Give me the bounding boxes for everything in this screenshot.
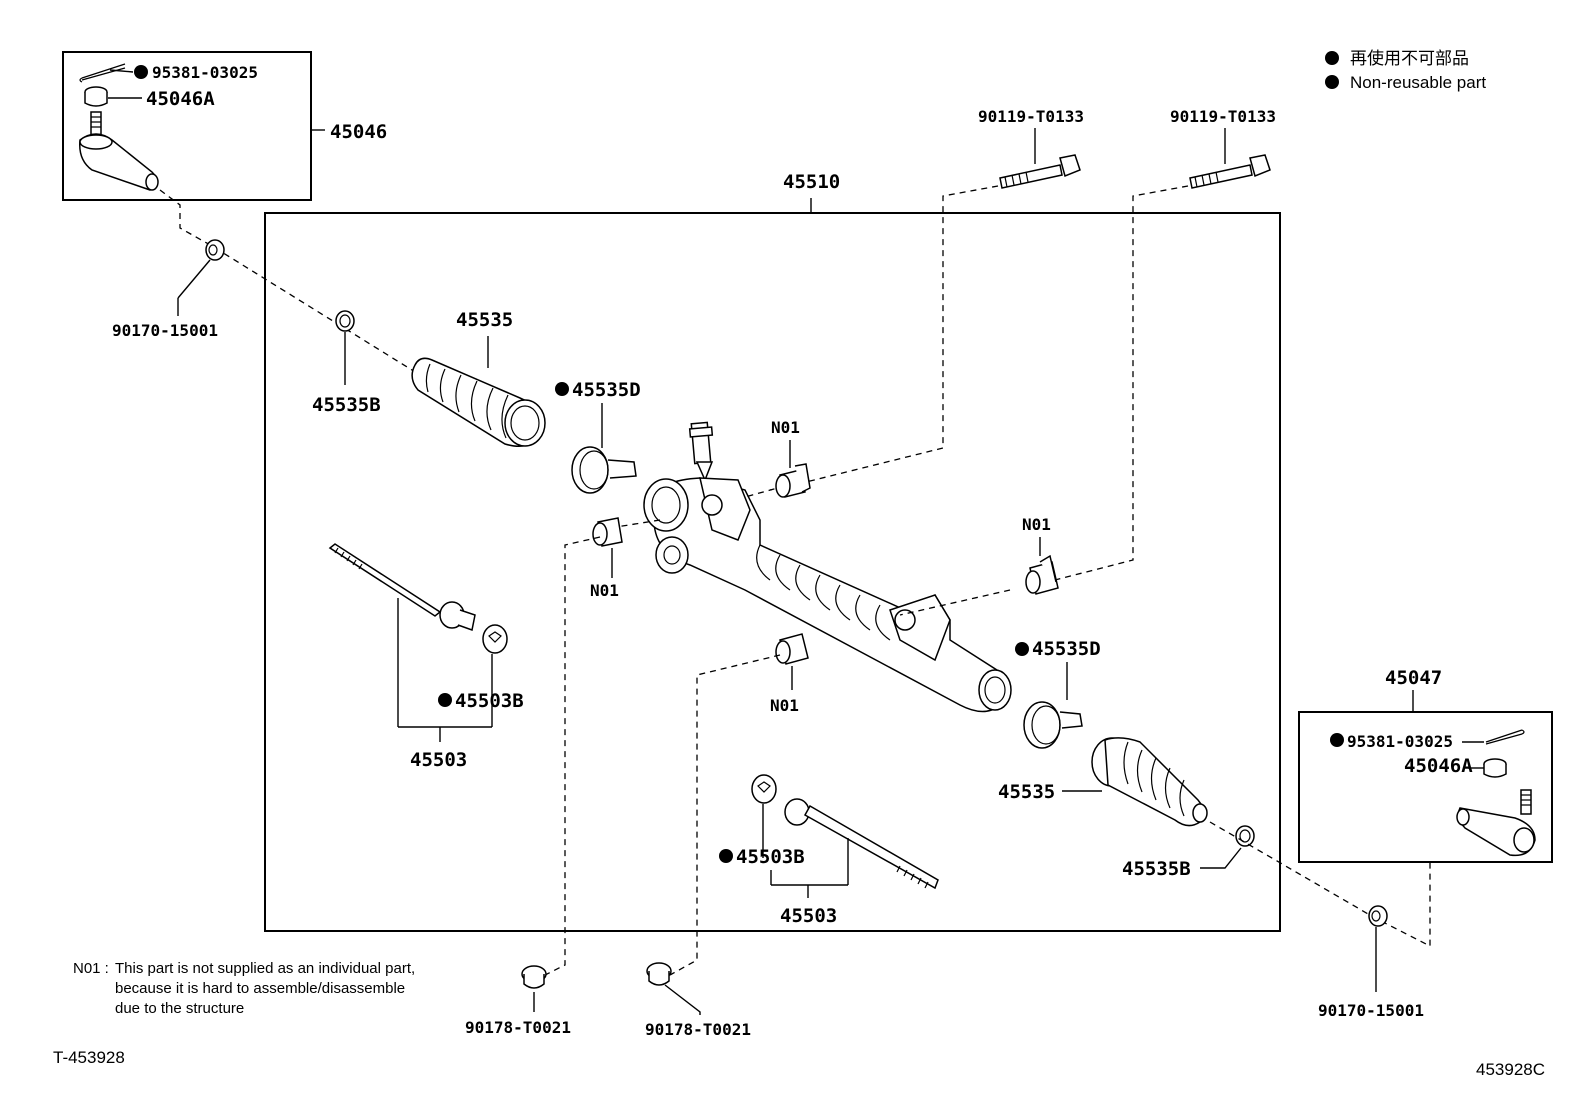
cotter-pin-icon xyxy=(1485,729,1525,745)
label-45535B-left: 45535B xyxy=(312,394,381,416)
tie-rod-end-left-box xyxy=(62,51,312,201)
footnote-line-1: This part is not supplied as an individu… xyxy=(115,960,415,977)
tie-rod-end-icon xyxy=(79,111,159,191)
label-45046: 45046 xyxy=(330,121,387,143)
mounting-bolt-b-icon xyxy=(1189,154,1271,189)
claw-washer-right-icon xyxy=(751,774,777,804)
lock-nut-right-icon xyxy=(1368,905,1388,927)
lock-nut-left-icon xyxy=(205,239,225,261)
non-reusable-dot-icon xyxy=(438,693,452,707)
steering-rack-housing-icon xyxy=(643,421,1012,713)
label-95381-03025-left: 95381-03025 xyxy=(152,63,258,82)
footnote-line-3: due to the structure xyxy=(115,1000,244,1017)
rack-boot-left-icon xyxy=(411,357,546,447)
label-45535B-right: 45535B xyxy=(1122,858,1191,880)
label-N01-d: N01 xyxy=(770,696,799,715)
rack-boot-right-icon xyxy=(1091,737,1208,827)
legend: 再使用不可部品 Non-reusable part xyxy=(1325,48,1486,92)
tie-rod-end-left-group: 95381-03025 45046A 45046 xyxy=(62,51,387,201)
boot-band-right-icon xyxy=(1023,701,1083,749)
label-45046A-right: 45046A xyxy=(1404,755,1473,777)
inner-tie-rod-right-icon xyxy=(784,798,939,890)
label-45535D-right: 45535D xyxy=(1032,638,1101,660)
label-N01-a: N01 xyxy=(771,418,800,437)
label-90170-15001-right: 90170-15001 xyxy=(1318,1001,1424,1020)
label-45046A-left: 45046A xyxy=(146,88,215,110)
bushing-right-icon xyxy=(1025,554,1059,595)
inner-tie-rod-left-icon xyxy=(328,543,476,631)
tie-rod-end-right-box xyxy=(1298,711,1553,863)
boot-clamp-left-icon xyxy=(335,310,355,332)
claw-washer-left-icon xyxy=(482,624,508,654)
label-95381-03025-right: 95381-03025 xyxy=(1347,732,1453,751)
footnote-key: N01 : xyxy=(73,960,109,977)
non-reusable-dot-icon xyxy=(1325,75,1339,89)
label-45535-right: 45535 xyxy=(998,781,1055,803)
n01-footnote: N01 : This part is not supplied as an in… xyxy=(73,960,415,1017)
tie-rod-end-icon xyxy=(1456,789,1536,857)
label-90119-T0133-a: 90119-T0133 xyxy=(978,107,1084,126)
label-90170-15001-left: 90170-15001 xyxy=(112,321,218,340)
flange-nut-a-icon xyxy=(521,965,547,989)
label-45047: 45047 xyxy=(1385,667,1442,689)
flange-nut-b-icon xyxy=(646,962,672,986)
illustration-code-right: 453928C xyxy=(1476,1060,1545,1079)
non-reusable-dot-icon xyxy=(555,382,569,396)
tie-rod-end-right-group: 95381-03025 45046A xyxy=(1298,711,1553,863)
label-90178-T0021-a: 90178-T0021 xyxy=(465,1018,571,1037)
label-45535-left: 45535 xyxy=(456,309,513,331)
legend-japanese: 再使用不可部品 xyxy=(1350,48,1469,68)
castle-nut-icon xyxy=(84,86,108,107)
label-45503-right: 45503 xyxy=(780,905,837,927)
label-45503B-right: 45503B xyxy=(736,846,805,868)
steering-gear-assembly-box xyxy=(264,212,1281,932)
non-reusable-dot-icon xyxy=(1330,733,1344,747)
label-45503-left: 45503 xyxy=(410,749,467,771)
bushing-left-icon xyxy=(592,517,623,547)
castle-nut-icon xyxy=(1483,758,1507,778)
non-reusable-dot-icon xyxy=(1015,642,1029,656)
non-reusable-dot-icon xyxy=(719,849,733,863)
illustration-code-left: T-453928 xyxy=(53,1048,125,1067)
cotter-pin-icon xyxy=(79,63,126,83)
bushing-lower-icon xyxy=(775,633,809,665)
bushing-upper-icon xyxy=(775,463,811,498)
non-reusable-dot-icon xyxy=(134,65,148,79)
boot-band-left-icon xyxy=(571,446,637,494)
label-45503B-left: 45503B xyxy=(455,690,524,712)
label-45510: 45510 xyxy=(783,171,840,193)
boot-clamp-right-icon xyxy=(1235,825,1255,847)
label-45535D-left: 45535D xyxy=(572,379,641,401)
label-90178-T0021-b: 90178-T0021 xyxy=(645,1020,751,1039)
legend-english: Non-reusable part xyxy=(1350,73,1486,92)
mounting-bolt-a-icon xyxy=(999,154,1081,189)
label-90119-T0133-b: 90119-T0133 xyxy=(1170,107,1276,126)
label-N01-c: N01 xyxy=(1022,515,1051,534)
non-reusable-dot-icon xyxy=(1325,51,1339,65)
label-N01-b: N01 xyxy=(590,581,619,600)
footnote-line-2: because it is hard to assemble/disassemb… xyxy=(115,980,405,997)
